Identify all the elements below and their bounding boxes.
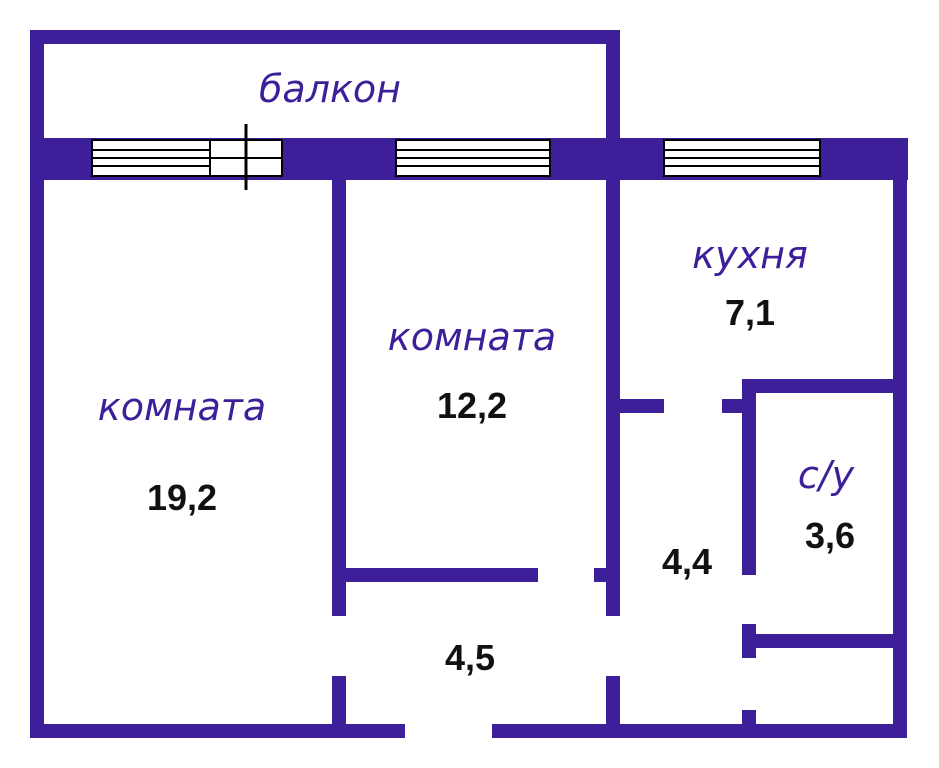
balcony-label: балкон [259,67,401,111]
window-room2 [395,139,551,177]
right-outer-wall [893,138,907,738]
partition-room2-right-lower [606,676,620,726]
balcony-left-wall [30,30,44,150]
balcony-right-wall [606,30,620,150]
balcony-top-wall [30,30,620,44]
bathroom-bottom-wall [742,634,907,648]
room2-bottom-wall-left [346,568,538,582]
room1-area: 19,2 [147,477,217,518]
partition-room1-lower [332,676,346,726]
labels: балкон комната 19,2 комната 12,2 кухня 7… [98,67,855,678]
bathroom-label: с/у [798,453,855,497]
walls [30,30,908,738]
partition-room1-upper [332,176,346,616]
kitchen-area: 7,1 [725,292,775,333]
room2-area: 12,2 [437,385,507,426]
room1-label: комната [98,385,266,429]
left-outer-wall [30,138,44,738]
kitchen-bottom-wall-left [620,399,664,413]
room2-label: комната [388,315,556,359]
kitchen-label: кухня [692,233,808,277]
bottom-wall-right [492,724,907,738]
window-kitchen [663,139,821,177]
bathroom-area: 3,6 [805,515,855,556]
hall-right-area: 4,4 [662,541,712,582]
partition-room2-right-upper [606,176,620,616]
hall-bottom-area: 4,5 [445,637,495,678]
bottom-wall-left [30,724,405,738]
windows [91,124,821,190]
window-room1 [91,139,283,177]
closet-wall-stub [742,710,756,726]
bathroom-left-wall [742,379,756,575]
bathroom-door-jamb [742,624,756,658]
bathroom-top-wall [742,379,907,393]
